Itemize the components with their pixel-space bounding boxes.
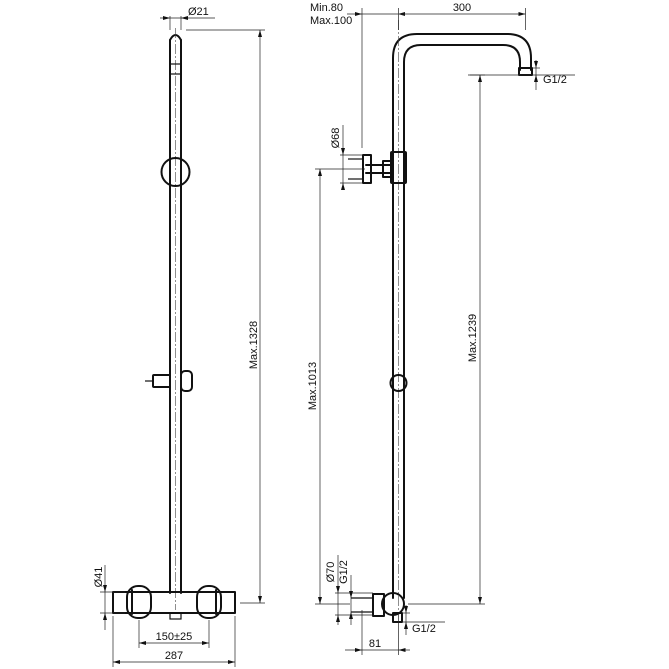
riser-ball-joint bbox=[389, 374, 408, 392]
dimension-bottom-thread: G1/2 bbox=[402, 605, 445, 635]
dimension-label-outlet-height: Max.1013 bbox=[307, 362, 319, 410]
dimension-label-arm-max: Max.100 bbox=[310, 15, 352, 27]
bottom-diverter-valve bbox=[351, 592, 405, 623]
front-view: Ø21 Max.1328 Ø41 150±25 bbox=[93, 6, 265, 667]
dimension-arm-length: 300 bbox=[398, 2, 526, 30]
outlet-connector bbox=[348, 151, 407, 184]
dimension-label-bottom-diameter: Ø70 bbox=[325, 562, 337, 583]
dimension-height-max: Max.1328 bbox=[186, 29, 265, 604]
riser-with-shower-arm bbox=[392, 20, 533, 615]
dimension-head-thread: G1/2 bbox=[468, 60, 575, 90]
dimension-label-arm-min: Min.80 bbox=[310, 2, 343, 14]
dimension-overall-width: 287 bbox=[112, 616, 236, 667]
dimension-label-arm-length: 300 bbox=[453, 2, 471, 14]
dimension-center-distance: 150±25 bbox=[138, 620, 210, 648]
dimension-label-center-distance: 150±25 bbox=[156, 631, 193, 643]
dimension-label-height-max: Max.1328 bbox=[248, 321, 260, 369]
dimension-head-height: Max.1239 bbox=[408, 74, 485, 605]
dimension-label-bottom-thread-top: G1/2 bbox=[338, 560, 350, 584]
dimension-wall-offset: 81 bbox=[345, 610, 410, 655]
dimension-label-body-diameter: Ø41 bbox=[93, 567, 105, 588]
dimension-label-tube-diameter: Ø21 bbox=[188, 6, 209, 18]
vertical-riser-tube bbox=[169, 28, 182, 610]
hand-shower-holder bbox=[145, 370, 193, 392]
dimension-label-overall-width: 287 bbox=[165, 650, 183, 662]
dimension-label-flange-diameter: Ø68 bbox=[330, 128, 342, 149]
thermostatic-mixer-body bbox=[112, 585, 236, 620]
dimension-label-head-height: Max.1239 bbox=[467, 314, 479, 362]
dimension-bottom-valve: Ø70 G1/2 bbox=[325, 555, 373, 625]
dimension-label-head-thread: G1/2 bbox=[543, 74, 567, 86]
dimension-outlet-height: Max.1013 bbox=[307, 168, 365, 605]
dimension-tube-diameter: Ø21 bbox=[160, 6, 215, 30]
dimension-body-diameter: Ø41 bbox=[93, 565, 125, 630]
dimension-arm-offset: Min.80 Max.100 bbox=[310, 2, 405, 148]
side-view: Min.80 Max.100 300 G1/2 Ø68 bbox=[307, 2, 575, 655]
wall-bracket-circle bbox=[160, 157, 191, 187]
dimension-label-bottom-thread: G1/2 bbox=[412, 623, 436, 635]
dimension-flange-diameter: Ø68 bbox=[330, 125, 362, 190]
dimension-label-wall-offset: 81 bbox=[369, 638, 381, 650]
